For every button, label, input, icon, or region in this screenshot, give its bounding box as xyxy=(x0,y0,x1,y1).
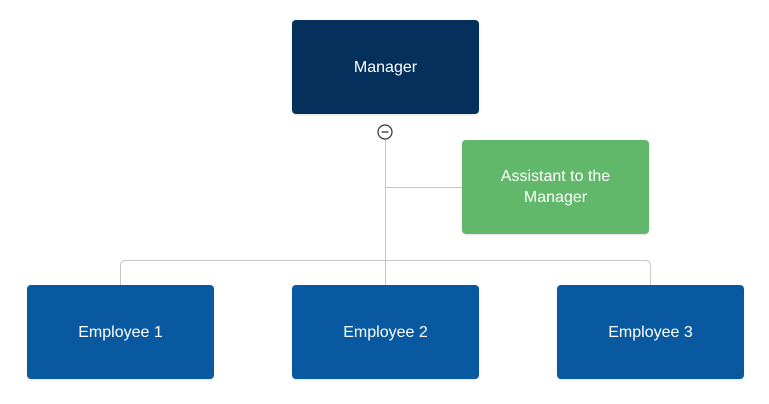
node-assistant-label: Assistant to the Manager xyxy=(500,168,611,206)
employee-bus-line xyxy=(120,260,651,285)
node-assistant[interactable]: Assistant to the Manager xyxy=(462,140,649,234)
node-manager[interactable]: Manager xyxy=(292,20,479,114)
node-employee-2-label: Employee 2 xyxy=(343,323,428,341)
node-employee-1[interactable]: Employee 1 xyxy=(27,285,214,379)
node-employee-3[interactable]: Employee 3 xyxy=(557,285,744,379)
node-employee-2[interactable]: Employee 2 xyxy=(292,285,479,379)
minus-circle-icon[interactable] xyxy=(377,124,393,140)
node-manager-label: Manager xyxy=(353,58,418,76)
node-employee-3-label: Employee 3 xyxy=(608,323,693,341)
node-employee-1-label: Employee 1 xyxy=(78,323,163,341)
